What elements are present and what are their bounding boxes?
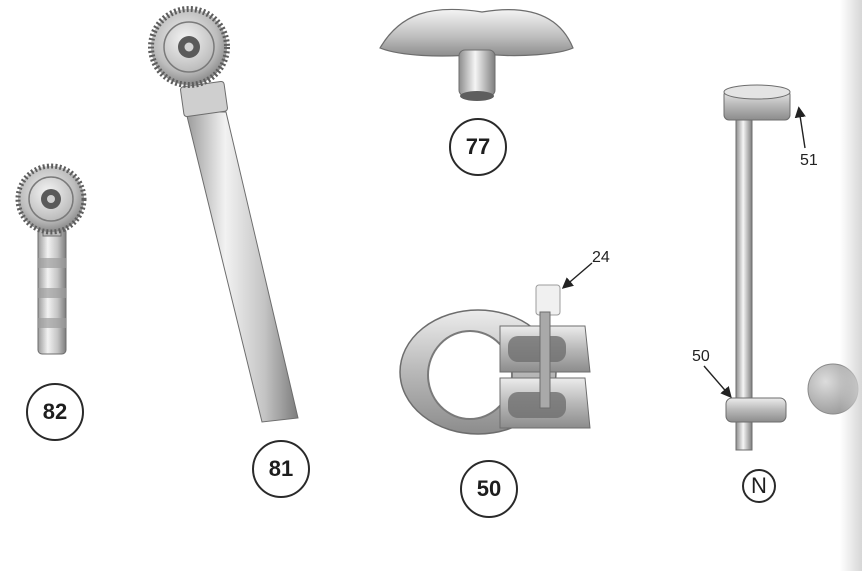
part-81-tension-rod-long	[148, 6, 299, 423]
part-50-number: 50	[476, 476, 502, 501]
part-81-badge: 81	[252, 440, 310, 498]
part-n-letter: N	[751, 473, 767, 498]
callout-24-label: 24	[592, 249, 610, 266]
part-77-number: 77	[465, 134, 491, 159]
callout-50-leader	[703, 365, 732, 399]
part-82-badge: 82	[26, 383, 84, 441]
callout-51-label: 51	[800, 152, 818, 169]
callout-50-label: 50	[692, 348, 710, 365]
part-81-number: 81	[268, 456, 294, 481]
part-50-badge: 50	[460, 460, 518, 518]
part-82-tension-rod-short	[15, 163, 87, 355]
callout-51-leader	[794, 106, 806, 149]
part-n-badge: N	[742, 469, 776, 503]
part-50-clamp	[399, 284, 591, 435]
callout-24-leader	[561, 262, 593, 289]
part-77-badge: 77	[449, 118, 507, 176]
part-77-wing-key	[379, 8, 574, 101]
page-edge-shadow	[840, 0, 862, 571]
part-n-assembled-rod	[723, 84, 859, 451]
part-82-number: 82	[42, 399, 68, 424]
